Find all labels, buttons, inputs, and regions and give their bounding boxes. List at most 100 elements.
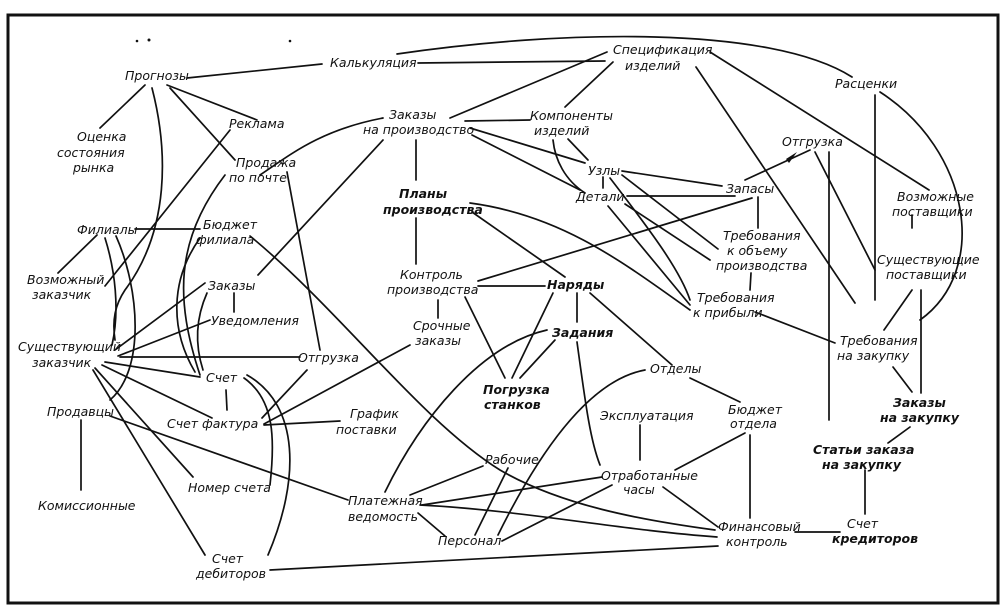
edge-sush-post-treb-zakupku xyxy=(883,289,913,331)
edge-prognozy-sush-zak xyxy=(113,87,164,341)
node-schet-faktura: Счет фактура xyxy=(167,416,258,431)
edge-uzly-zapasy xyxy=(621,170,723,187)
edge-zakazy-proizv-detali xyxy=(471,134,581,191)
svg-text:состояния: состояния xyxy=(57,145,125,160)
svg-text:Продавцы: Продавцы xyxy=(47,404,114,419)
svg-text:Существующие: Существующие xyxy=(877,252,980,267)
svg-text:на производство: на производство xyxy=(363,122,475,137)
svg-text:Бюджет: Бюджет xyxy=(728,402,783,417)
edge-schet-faktura-grafik xyxy=(263,420,341,426)
node-komissionnye: Комиссионные xyxy=(38,498,136,513)
node-nomer-scheta: Номер счета xyxy=(188,480,271,495)
svg-text:Запасы: Запасы xyxy=(726,181,774,196)
svg-text:Срочные: Срочные xyxy=(413,318,471,333)
edge-spets-komponenty xyxy=(564,61,614,108)
edge-kalkulyatsiya-rastsenki xyxy=(396,35,853,78)
svg-text:по почте: по почте xyxy=(229,170,287,185)
edge-schet-nomer xyxy=(243,377,274,486)
edge-byudzhet-fil-fin-kontrol xyxy=(249,235,716,531)
edge-otgruzka-zapasy xyxy=(744,149,811,181)
svg-text:Прогнозы: Прогнозы xyxy=(125,68,189,83)
nodes-layer: Прогнозы Калькуляция Спецификацияизделий… xyxy=(18,42,980,581)
edge-otrab-platezh xyxy=(421,476,603,506)
edge-zakazy-proizv-uzly xyxy=(469,127,586,164)
edge-prognozy-kalkulyatsiya xyxy=(186,63,323,79)
svg-text:Платежная: Платежная xyxy=(348,493,423,508)
edge-otgruzka-sush-post xyxy=(814,151,876,271)
edge-uzly-treb-pribyl xyxy=(609,177,691,301)
edge-sush-zak-schet-faktura xyxy=(101,364,213,419)
edge-detali-treb-pribyl xyxy=(607,205,691,306)
edge-rabochie-personal xyxy=(474,467,509,536)
edge-schet-schet-faktura xyxy=(225,389,228,411)
edge-otrab-personal xyxy=(501,484,613,542)
edge-zadaniya-pogruzka xyxy=(519,339,556,379)
svg-text:Контроль: Контроль xyxy=(400,267,463,282)
edge-rabochie-platezh xyxy=(409,465,484,496)
edge-kalkulyatsiya-spetsifikatsiya xyxy=(417,60,606,64)
edge-komponenty-detali xyxy=(552,139,586,194)
svg-text:заказчик: заказчик xyxy=(32,287,92,302)
svg-text:Отгрузка: Отгрузка xyxy=(298,350,359,365)
node-prognozy: Прогнозы xyxy=(125,68,189,83)
edge-otrab-fin xyxy=(662,486,719,528)
svg-text:Отгрузка: Отгрузка xyxy=(782,134,843,149)
svg-text:Номер счета: Номер счета xyxy=(188,480,271,495)
edge-detali-treb-obem xyxy=(624,203,711,261)
svg-text:филиала: филиала xyxy=(196,232,254,247)
edge-prognozy-otsenka xyxy=(99,84,146,129)
svg-text:производства: производства xyxy=(716,258,807,273)
edge-uvedomleniya-sush-zak xyxy=(117,319,211,357)
svg-text:Персонал: Персонал xyxy=(438,533,501,548)
svg-text:Требования: Требования xyxy=(840,333,918,348)
svg-text:Расценки: Расценки xyxy=(835,76,897,91)
edge-naryady-pogruzka xyxy=(511,292,554,379)
svg-text:поставщики: поставщики xyxy=(892,204,973,219)
edge-naryady-otdely xyxy=(589,292,673,366)
node-schet: Счет xyxy=(206,370,238,385)
node-kalkulyatsiya: Калькуляция xyxy=(330,55,417,70)
edges-layer xyxy=(57,35,963,571)
edge-zakazy-sush-zak xyxy=(114,282,206,351)
edge-reklama-vozm-zak xyxy=(104,129,231,287)
svg-text:Заказы: Заказы xyxy=(208,278,256,293)
svg-text:Счет: Счет xyxy=(206,370,238,385)
edge-spets-vozm-post xyxy=(709,51,930,191)
svg-text:Комиссионные: Комиссионные xyxy=(38,498,136,513)
svg-text:станков: станков xyxy=(484,397,541,412)
svg-text:Калькуляция: Калькуляция xyxy=(330,55,417,70)
svg-text:поставщики: поставщики xyxy=(886,267,967,282)
svg-text:Рабочие: Рабочие xyxy=(485,452,539,467)
node-otgruzka-mid: Отгрузка xyxy=(298,350,359,365)
svg-text:Финансовый: Финансовый xyxy=(718,519,801,534)
edge-zakazy-proizv-komponenty xyxy=(464,119,531,122)
svg-text:изделий: изделий xyxy=(625,58,680,73)
svg-text:Оценка: Оценка xyxy=(77,129,126,144)
edge-otdely-byudzhet xyxy=(689,377,741,403)
node-personal: Персонал xyxy=(438,533,501,548)
svg-text:изделий: изделий xyxy=(534,123,589,138)
svg-text:Погрузка: Погрузка xyxy=(483,382,550,397)
edge-prodazha-otgruzka xyxy=(286,171,321,351)
svg-text:часы: часы xyxy=(623,482,655,497)
node-zapasy: Запасы xyxy=(726,181,774,196)
node-rastsenki: Расценки xyxy=(835,76,897,91)
svg-text:Спецификация: Спецификация xyxy=(613,42,713,57)
edge-spets-zakazy-proizv xyxy=(449,51,608,119)
svg-text:Требования: Требования xyxy=(697,290,775,305)
svg-text:Филиалы: Филиалы xyxy=(77,222,138,237)
edge-otdely-personal xyxy=(497,369,646,536)
edge-sush-zak-schet xyxy=(104,361,201,378)
